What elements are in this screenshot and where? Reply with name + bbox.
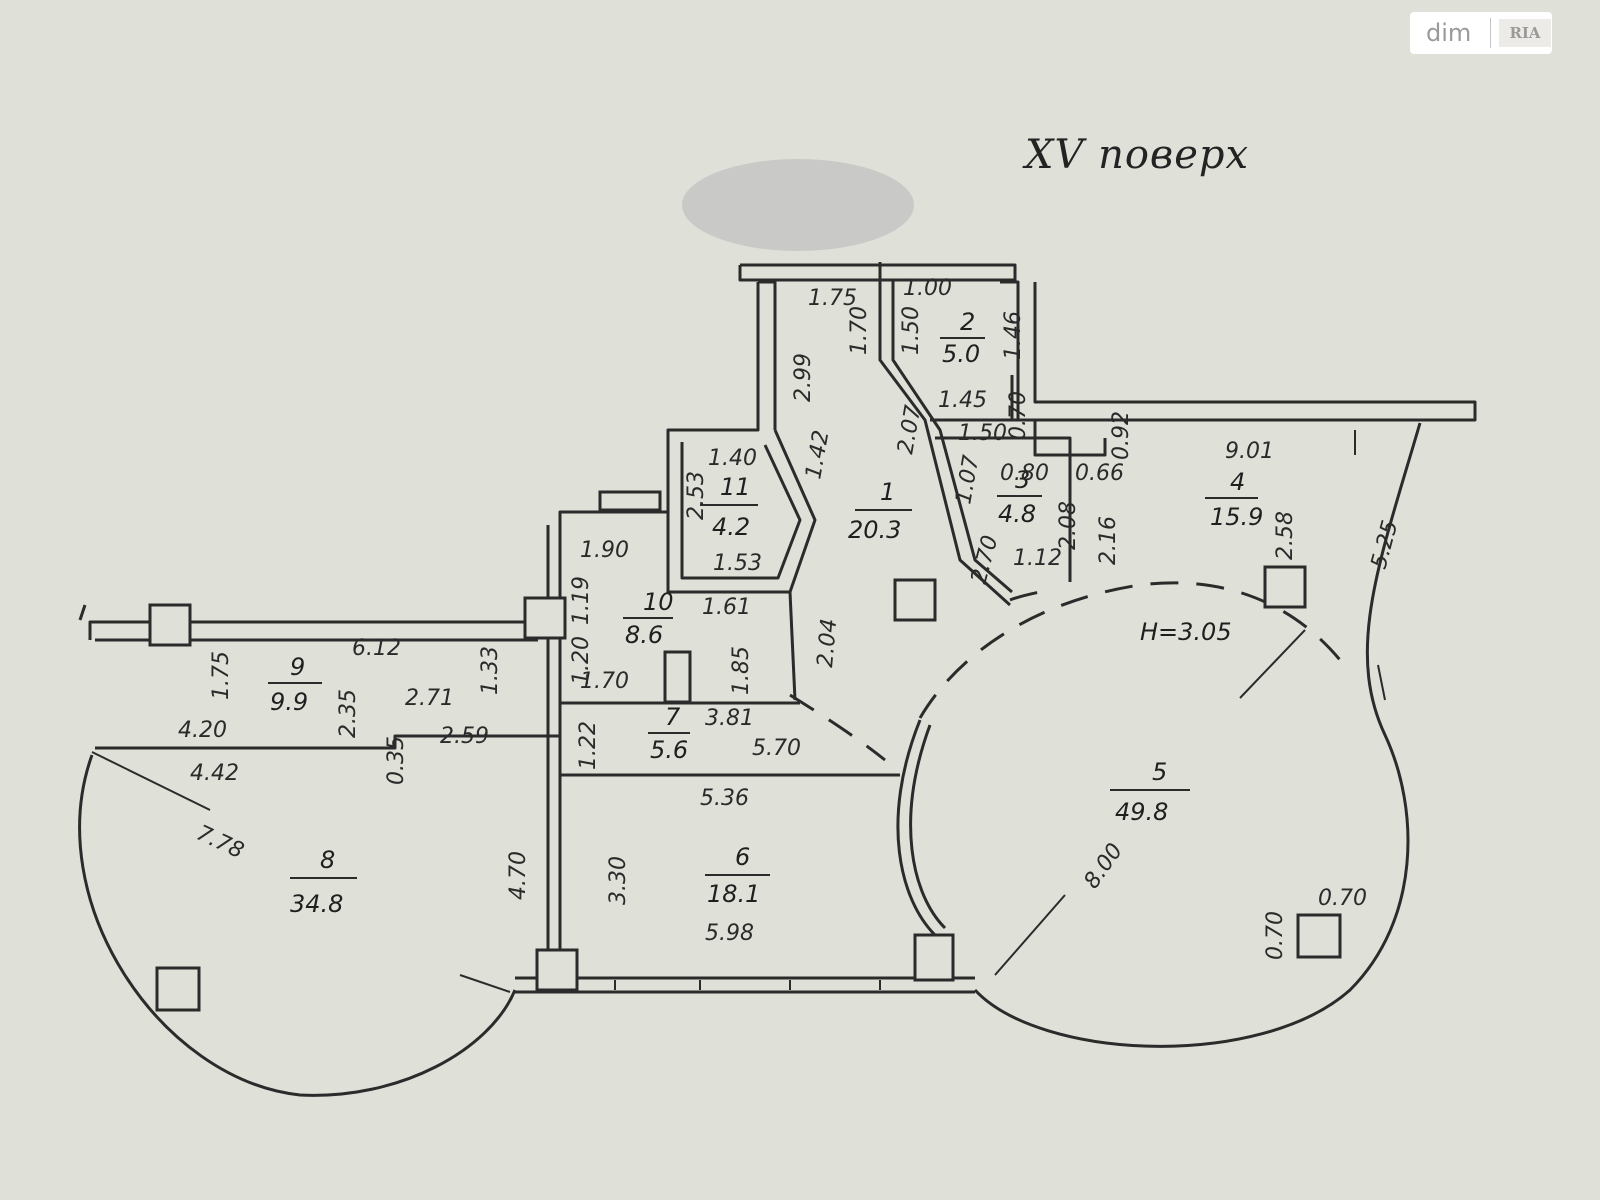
dim-label: 1.50 <box>958 421 1007 446</box>
dim-label: 4.42 <box>190 761 239 786</box>
logo-brand-text: dim <box>1426 19 1472 47</box>
logo-divider <box>1490 18 1491 48</box>
dim-label: 1.85 <box>729 646 754 695</box>
room-3-number: 3 <box>1015 466 1030 494</box>
dim-label: 6.12 <box>352 636 401 661</box>
dim-label: 2.59 <box>440 724 489 749</box>
columns <box>148 490 1342 1012</box>
dim-label: 1.40 <box>708 446 757 471</box>
room-4-area: 15.9 <box>1210 503 1263 531</box>
dim-label: 1.33 <box>478 646 503 695</box>
dim-label: 2.16 <box>1096 516 1121 565</box>
dim-label: 3.30 <box>606 856 631 905</box>
dim-label: 2.58 <box>1273 511 1298 560</box>
dim-label: 2.04 <box>813 618 842 669</box>
room-2-area: 5.0 <box>942 340 980 368</box>
room-7-area: 5.6 <box>650 736 688 764</box>
dim-label: 5.70 <box>752 736 801 761</box>
ceiling-height-label: H=3.05 <box>1140 618 1232 646</box>
dim-label: 2.99 <box>791 353 816 402</box>
room-5-area: 49.8 <box>1115 798 1168 826</box>
room-11-area: 4.2 <box>712 513 750 541</box>
room-5-number: 5 <box>1152 758 1167 786</box>
dim-label: 7.78 <box>192 821 247 864</box>
dim-label: 2.07 <box>893 403 926 456</box>
dim-label: 0.80 <box>1000 461 1049 486</box>
dimension-arrows <box>91 430 1386 993</box>
dim-label: 1.42 <box>801 428 834 481</box>
dim-label: 1.22 <box>576 721 601 770</box>
dim-label: 1.07 <box>951 453 984 506</box>
dim-label: 1.45 <box>938 388 987 413</box>
dim-label: 1.75 <box>209 651 234 700</box>
room-6-number: 6 <box>735 843 750 871</box>
dim-label: 1.90 <box>580 538 629 563</box>
room-8-area: 34.8 <box>290 890 343 918</box>
room-4-number: 4 <box>1230 468 1245 496</box>
dim-label: 4.20 <box>178 718 227 743</box>
dim-ria-logo[interactable]: dim RIA <box>1410 12 1552 54</box>
dim-label: 1.75 <box>808 286 857 311</box>
dim-label: 0.70 <box>1006 391 1031 440</box>
room-10-number: 10 <box>643 588 674 616</box>
dim-label: 1.70 <box>580 669 629 694</box>
dim-label: 2.35 <box>336 689 361 738</box>
dim-label: 5.36 <box>700 786 749 811</box>
dim-label: 8.00 <box>1079 839 1128 893</box>
room-7-number: 7 <box>665 703 681 731</box>
dim-label: 1.00 <box>903 276 952 301</box>
logo-ria-mark: RIA <box>1499 19 1551 47</box>
room-2-number: 2 <box>960 308 975 336</box>
dim-label: 1.46 <box>1001 311 1026 360</box>
room-9-number: 9 <box>290 653 305 681</box>
dim-label: 2.53 <box>684 471 709 520</box>
room-3-area: 4.8 <box>998 500 1036 528</box>
room-1-number: 1 <box>880 478 895 506</box>
dim-label: 2.71 <box>405 686 454 711</box>
dim-label: 1.12 <box>1013 546 1062 571</box>
dim-label: 4.70 <box>506 851 531 900</box>
dim-label: 2.08 <box>1056 501 1081 550</box>
dim-label: 0.66 <box>1075 461 1124 486</box>
room-arcs <box>78 422 1422 1097</box>
outer-walls <box>78 262 1477 994</box>
dim-label: 1.70 <box>847 306 872 355</box>
dim-label: 0.70 <box>1318 886 1367 911</box>
room-9-area: 9.9 <box>270 688 308 716</box>
dim-label: 3.81 <box>705 706 754 731</box>
dim-label: 1.19 <box>569 576 594 625</box>
dim-label: 5.25 <box>1367 518 1404 572</box>
dim-label: 1.50 <box>899 306 924 355</box>
dim-label: 1.20 <box>569 636 594 685</box>
dim-label: 9.01 <box>1225 439 1274 464</box>
dim-label: 0.35 <box>384 736 409 785</box>
redaction-blur <box>682 159 914 251</box>
room-10-area: 8.6 <box>625 621 663 649</box>
room-labels: 1 20.3 2 5.0 3 4.8 4 15.9 5 49.8 6 18.1 … <box>268 308 1263 918</box>
floor-title: XV поверх <box>1025 132 1250 178</box>
dim-label: 0.70 <box>1263 911 1288 960</box>
room-8-number: 8 <box>320 846 335 874</box>
dim-label: 0.92 <box>1109 411 1134 460</box>
room-1-area: 20.3 <box>848 516 901 544</box>
dim-label: 5.98 <box>705 921 754 946</box>
room-6-area: 18.1 <box>707 880 760 908</box>
room-11-number: 11 <box>720 473 751 501</box>
dim-label: 1.53 <box>713 551 762 576</box>
dim-label: 1.61 <box>702 595 751 620</box>
